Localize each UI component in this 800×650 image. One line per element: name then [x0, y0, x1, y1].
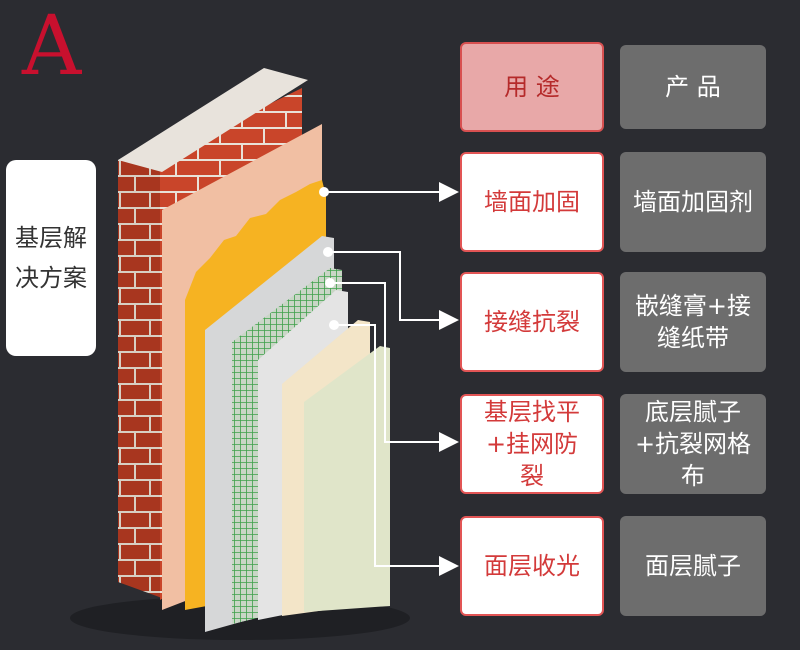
corner-letter: A	[22, 0, 82, 94]
product-finish-putty: 面层腻子	[620, 516, 766, 616]
use-wall-reinforcement: 墙面加固	[460, 152, 604, 252]
finish-layer	[304, 346, 390, 612]
use-leveling-mesh: 基层找平+挂网防裂	[460, 394, 604, 494]
wall-top-cap	[118, 68, 308, 172]
use-surface-finish: 面层收光	[460, 516, 604, 616]
product-header: 产 品	[620, 45, 766, 129]
connector-lines	[319, 182, 459, 576]
brick-side-face	[118, 158, 162, 598]
product-seam-filler-tape: 嵌缝膏+接缝纸带	[620, 272, 766, 372]
product-base-putty-mesh: 底层腻子+抗裂网格布	[620, 394, 766, 494]
use-header: 用 途	[460, 42, 604, 132]
side-label: 基层解决方案	[6, 160, 96, 356]
product-wall-reinforcer: 墙面加固剂	[620, 152, 766, 252]
use-seam-crack-resistance: 接缝抗裂	[460, 272, 604, 372]
